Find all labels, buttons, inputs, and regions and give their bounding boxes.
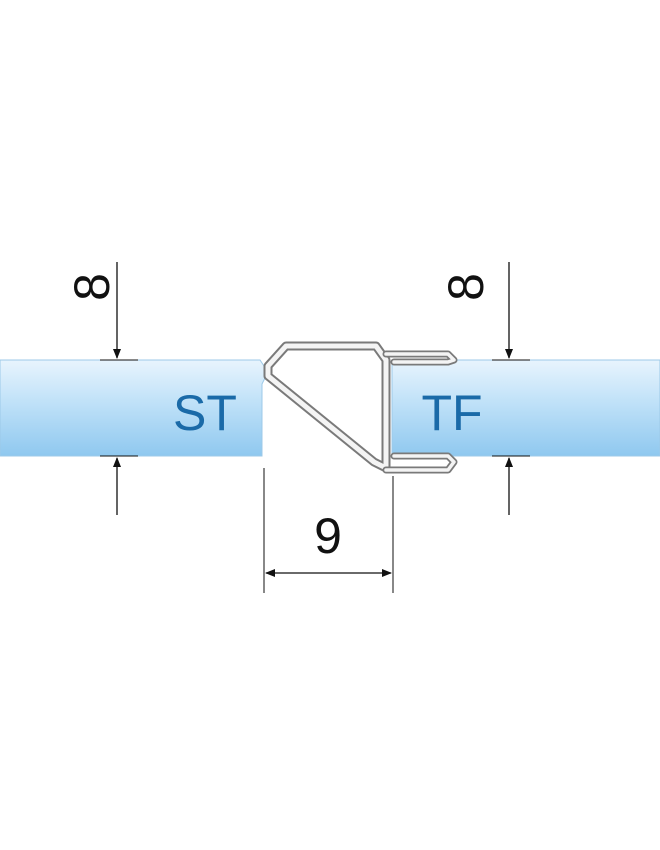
- left-panel-label: ST: [173, 385, 237, 441]
- profile-width-dimension: 9: [263, 468, 394, 593]
- seal-profile: [263, 341, 458, 474]
- right-thickness-dimension: 8: [438, 262, 530, 515]
- left-glass-panel: [0, 359, 269, 457]
- right-thickness-value: 8: [438, 273, 494, 301]
- left-thickness-value: 8: [64, 273, 120, 301]
- right-panel-label: TF: [421, 385, 482, 441]
- profile-width-value: 9: [314, 508, 342, 564]
- right-glass-panel: [391, 359, 660, 457]
- left-thickness-dimension: 8: [64, 262, 138, 515]
